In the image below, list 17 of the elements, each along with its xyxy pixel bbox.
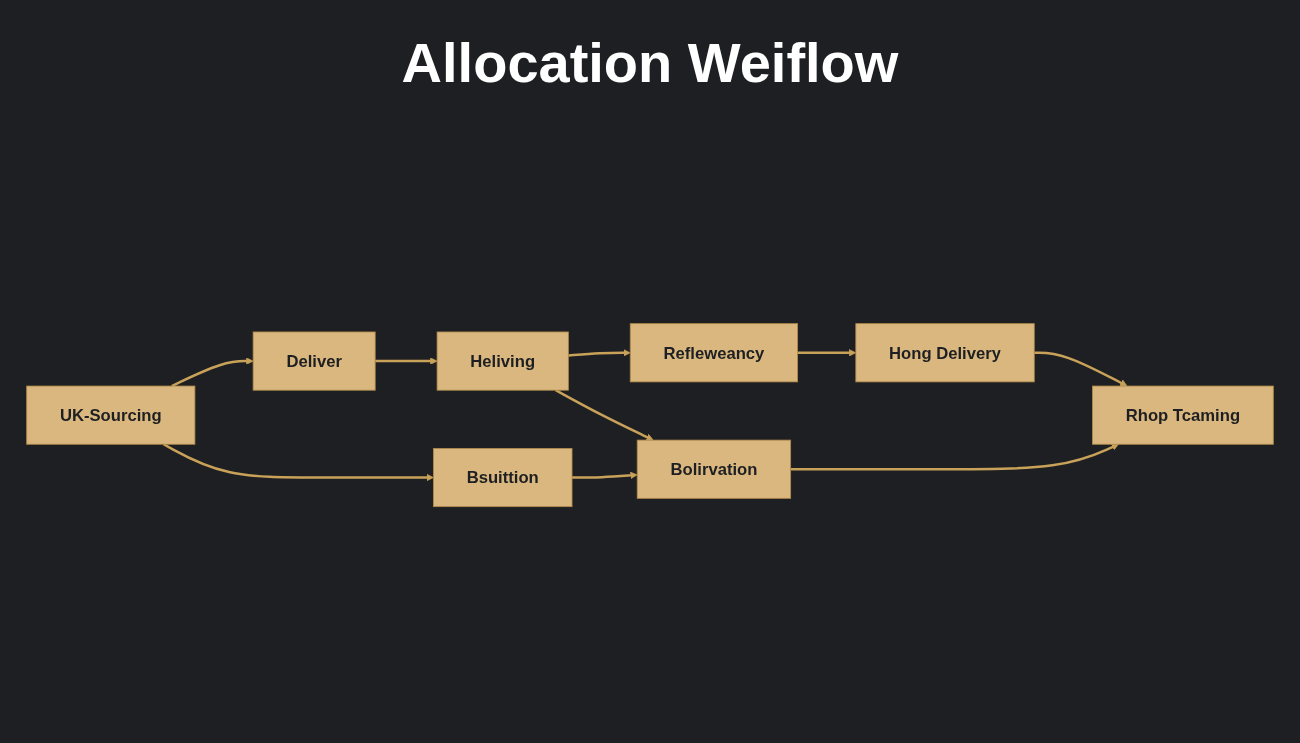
arrow <box>163 443 434 482</box>
node-box: Heliving <box>436 331 569 391</box>
node-box: Hong Delivery <box>855 323 1035 383</box>
arrow <box>375 357 438 365</box>
node-box: UK-Sourcing <box>26 385 196 445</box>
arrow <box>171 357 254 387</box>
node-box: Rhop Tcaming <box>1092 385 1274 445</box>
node-box: Deliver <box>252 331 376 391</box>
arrow <box>572 471 638 479</box>
arrow <box>568 348 631 357</box>
arrow <box>790 443 1119 471</box>
node-box: Refleweancy <box>629 323 798 383</box>
node-box: Bolirvation <box>636 439 792 499</box>
arrow <box>797 348 857 357</box>
arrow <box>1034 351 1128 387</box>
node-box: Bsuittion <box>433 447 573 507</box>
diagram-title: Allocation Weiflow <box>400 30 900 95</box>
